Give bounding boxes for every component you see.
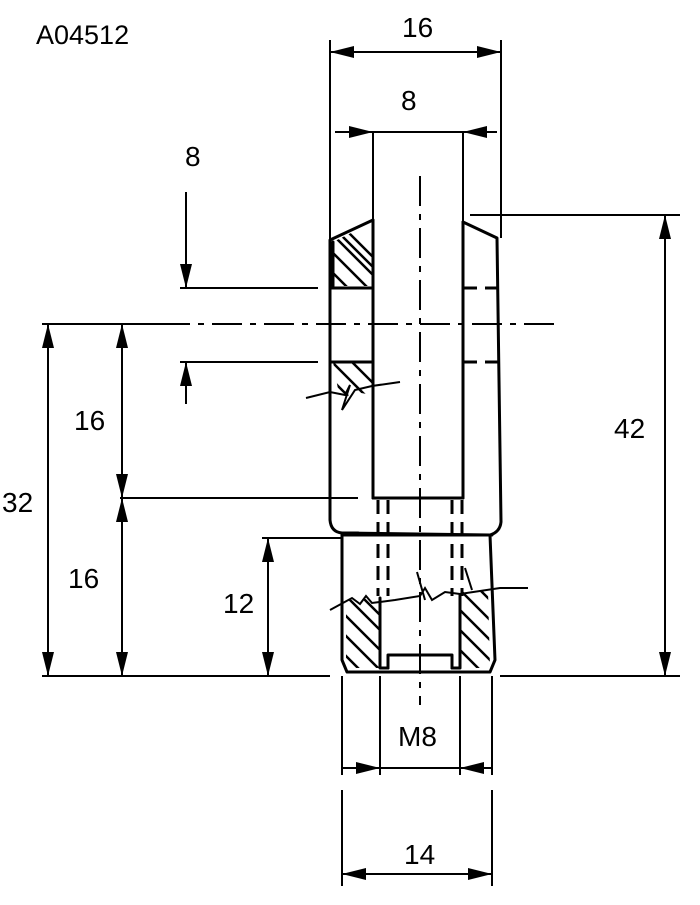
center-lines	[160, 176, 560, 705]
break-lines	[305, 381, 528, 611]
dim-slot-width: 8	[401, 85, 417, 116]
dim-thread-depth: 12	[223, 588, 254, 619]
dim-thread-m8: M8	[398, 721, 437, 752]
dim-lower-16: 16	[68, 563, 99, 594]
dim-32: 32	[2, 487, 33, 518]
part-number: A04512	[36, 20, 129, 50]
hidden-lines	[376, 500, 464, 596]
dim-pin-hole: 8	[185, 141, 201, 172]
dim-overall-42: 42	[614, 413, 645, 444]
dim-upper-16: 16	[74, 405, 105, 436]
dimension-lines	[42, 40, 680, 886]
dim-shank-14: 14	[404, 839, 435, 870]
dim-top-width: 16	[402, 12, 433, 43]
